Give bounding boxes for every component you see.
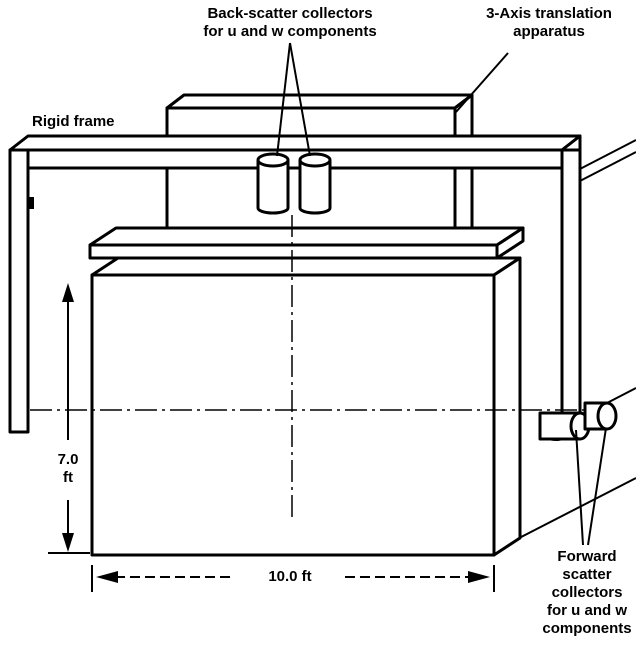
translation-apparatus-label: 3-Axis translation apparatus: [486, 5, 612, 40]
width-label: 10.0 ft: [268, 568, 312, 585]
upper-rail-inner: [577, 151, 636, 183]
leader-lines: [276, 42, 607, 546]
frame-joint-mark: [28, 197, 34, 209]
tank: [90, 256, 522, 557]
rigid-frame-label: Rigid frame: [32, 113, 115, 130]
upper-rail: [577, 139, 636, 171]
height-label: 7.0 ft: [57, 451, 79, 486]
back-scatter-label: Back-scatter collectors for u and w comp…: [203, 5, 377, 40]
height-dimension: [48, 283, 90, 554]
carriage-plate: [88, 226, 525, 260]
width-dimension: [91, 565, 495, 592]
forward-scatter-label: Forward scatter collectors for u and w c…: [542, 548, 632, 637]
back-scatter-collectors: [256, 152, 332, 215]
